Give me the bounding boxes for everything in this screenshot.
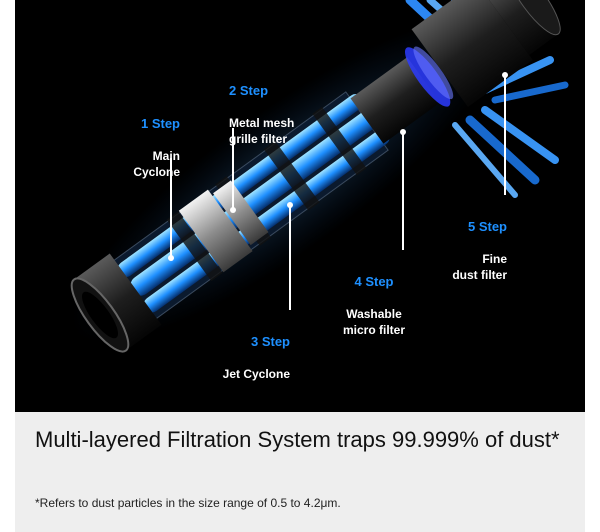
product-illustration-panel: 1 Step Main Cyclone 2 Step Metal mesh gr… [15, 0, 585, 412]
step-3-label: 3 Step Jet Cyclone [205, 318, 290, 382]
step-5-number: 5 Step [467, 219, 507, 234]
step-4-description: Washable micro filter [342, 307, 405, 337]
footnote: *Refers to dust particles in the size ra… [35, 496, 341, 510]
leader-lines [170, 75, 506, 310]
caption-panel: Multi-layered Filtration System traps 99… [15, 412, 585, 532]
filtration-diagram [70, 0, 569, 353]
step-2-label: 2 Step Metal mesh grille filter [229, 67, 339, 147]
headline: Multi-layered Filtration System traps 99… [35, 427, 560, 452]
step-2-description: Metal mesh grille filter [229, 116, 295, 146]
step-4-number: 4 Step [354, 274, 394, 289]
step-1-number: 1 Step [140, 116, 180, 131]
step-3-description: Jet Cyclone [222, 367, 290, 381]
step-3-number: 3 Step [250, 334, 290, 349]
step-1-label: 1 Step Main Cyclone [100, 100, 180, 180]
step-2-number: 2 Step [229, 83, 269, 98]
step-1-description: Main Cyclone [133, 149, 180, 179]
leader-dots [168, 72, 508, 261]
vacuum-cylinder [70, 0, 561, 353]
step-5-label: 5 Step Fine dust filter [425, 203, 507, 283]
step-5-description: Fine dust filter [452, 252, 507, 282]
step-4-label: 4 Step Washable micro filter [329, 258, 419, 338]
